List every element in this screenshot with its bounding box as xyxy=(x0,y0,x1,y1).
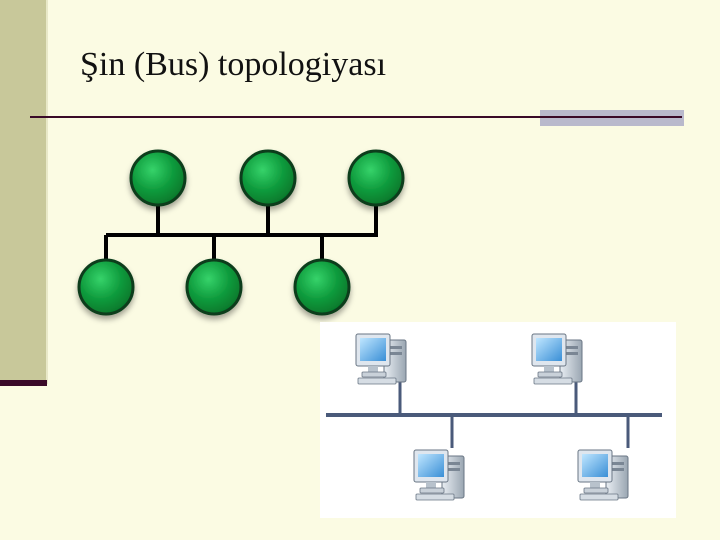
desktop-computer-icon xyxy=(413,449,465,501)
green-node-icon xyxy=(347,149,405,207)
desktop-computer-icon xyxy=(355,333,407,385)
desktop-computer-icon xyxy=(531,333,583,385)
desktop-computer-icon xyxy=(577,449,629,501)
green-node-icon xyxy=(77,258,135,316)
left-accent-bar-foot xyxy=(0,380,47,386)
title-rule xyxy=(30,116,682,118)
green-node-icon xyxy=(293,258,351,316)
left-accent-bar xyxy=(0,0,48,384)
bus-computer-diagram xyxy=(320,322,676,518)
green-node-icon xyxy=(185,258,243,316)
green-node-icon xyxy=(129,149,187,207)
bus-computer-svg xyxy=(326,333,662,501)
title-rule-highlight xyxy=(540,110,684,126)
page-title: Şin (Bus) topologiyası xyxy=(80,46,387,83)
green-node-icon xyxy=(239,149,297,207)
